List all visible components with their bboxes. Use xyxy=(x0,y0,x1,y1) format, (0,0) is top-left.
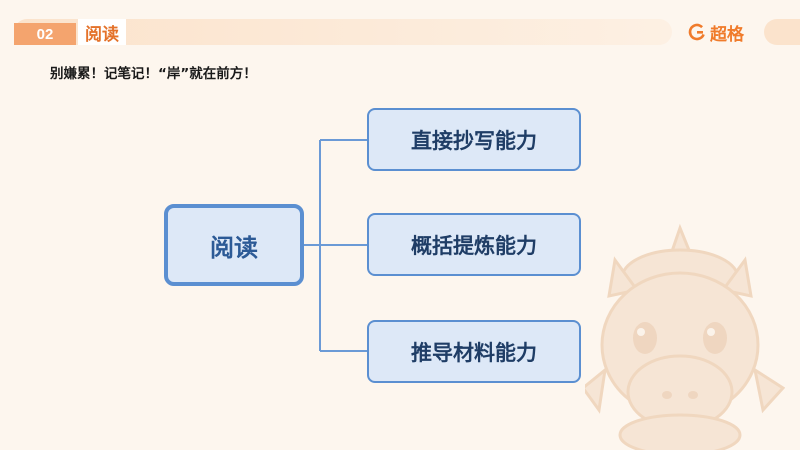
mindmap-branch-node: 概括提炼能力 xyxy=(367,213,581,276)
mindmap-branch-node: 直接抄写能力 xyxy=(367,108,581,171)
tagline: 别嫌累！记笔记！“岸”就在前方！ xyxy=(50,66,257,82)
brand: 超格 xyxy=(688,19,744,45)
section-title: 阅读 xyxy=(78,19,126,45)
section-number: 02 xyxy=(14,23,76,45)
mindmap-root-node: 阅读 xyxy=(164,204,304,286)
header-bar-right xyxy=(764,19,800,45)
brand-logo-icon xyxy=(688,23,706,41)
unicorn-mascot-icon xyxy=(585,223,785,450)
brand-name: 超格 xyxy=(710,24,744,45)
mindmap-branch-node: 推导材料能力 xyxy=(367,320,581,383)
